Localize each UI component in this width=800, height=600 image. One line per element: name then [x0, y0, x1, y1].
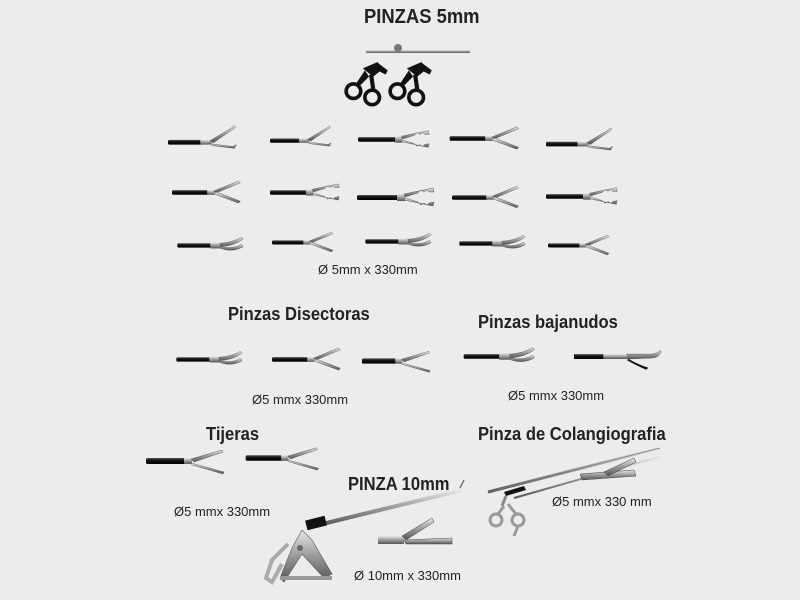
instrument-grid-3-1: [177, 237, 244, 251]
title-bajanudos: Pinzas bajanudos: [478, 312, 618, 332]
instrument-grid-3-3: [365, 232, 432, 247]
instrument-grid-2-1: [172, 180, 241, 204]
instrument-grid-2-3: [356, 187, 435, 207]
title-pinzas-5mm: PINZAS 5mm: [364, 6, 480, 28]
caption-grid: Ø 5mm x 330mm: [318, 262, 418, 277]
caption-tijeras: Ø5 mmx 330mm: [174, 504, 271, 519]
instrument-10mm-image: [263, 479, 465, 585]
instrument-disectora-3: [362, 351, 431, 373]
instrument-grid-2-5: [546, 187, 618, 205]
instrument-disectora-2: [272, 347, 341, 371]
caption-disectoras: Ø5 mmx 330mm: [252, 392, 349, 407]
instrument-bajanudos-2: [574, 349, 662, 371]
title-disectoras: Pinzas Disectoras: [228, 304, 370, 324]
caption-colangiografia: Ø5 mmx 330 mm: [552, 494, 652, 509]
instrument-grid-1-5: [546, 127, 613, 151]
instrument-grid-2-4: [452, 185, 519, 209]
instrument-tijeras-1: [146, 449, 225, 475]
instrument-colangiografia-image: [487, 446, 663, 537]
instrument-grid-1-3: [358, 130, 430, 148]
instrument-grid-2-2: [270, 183, 340, 201]
instrument-disectora-1: [176, 350, 243, 365]
caption-bajanudos: Ø5 mmx 330mm: [508, 388, 605, 403]
instrument-tijeras-2: [245, 447, 319, 471]
instrument-bajanudos-1: [463, 347, 535, 362]
instrument-grid-1-2: [270, 125, 332, 147]
instrument-grid-3-5: [548, 234, 610, 256]
title-colangiografia: Pinza de Colangiografia: [478, 424, 666, 444]
instrument-5mm-handles-image: [340, 44, 470, 122]
instrument-grid-1-1: [168, 125, 237, 149]
caption-pinza-10mm: Ø 10mm x 330mm: [354, 568, 461, 583]
title-tijeras: Tijeras: [206, 424, 260, 444]
instrument-grid-1-4: [449, 126, 519, 150]
title-pinza-10mm: PINZA 10mm: [348, 474, 450, 494]
instrument-grid-3-2: [272, 231, 334, 253]
instrument-grid-3-4: [459, 234, 526, 249]
